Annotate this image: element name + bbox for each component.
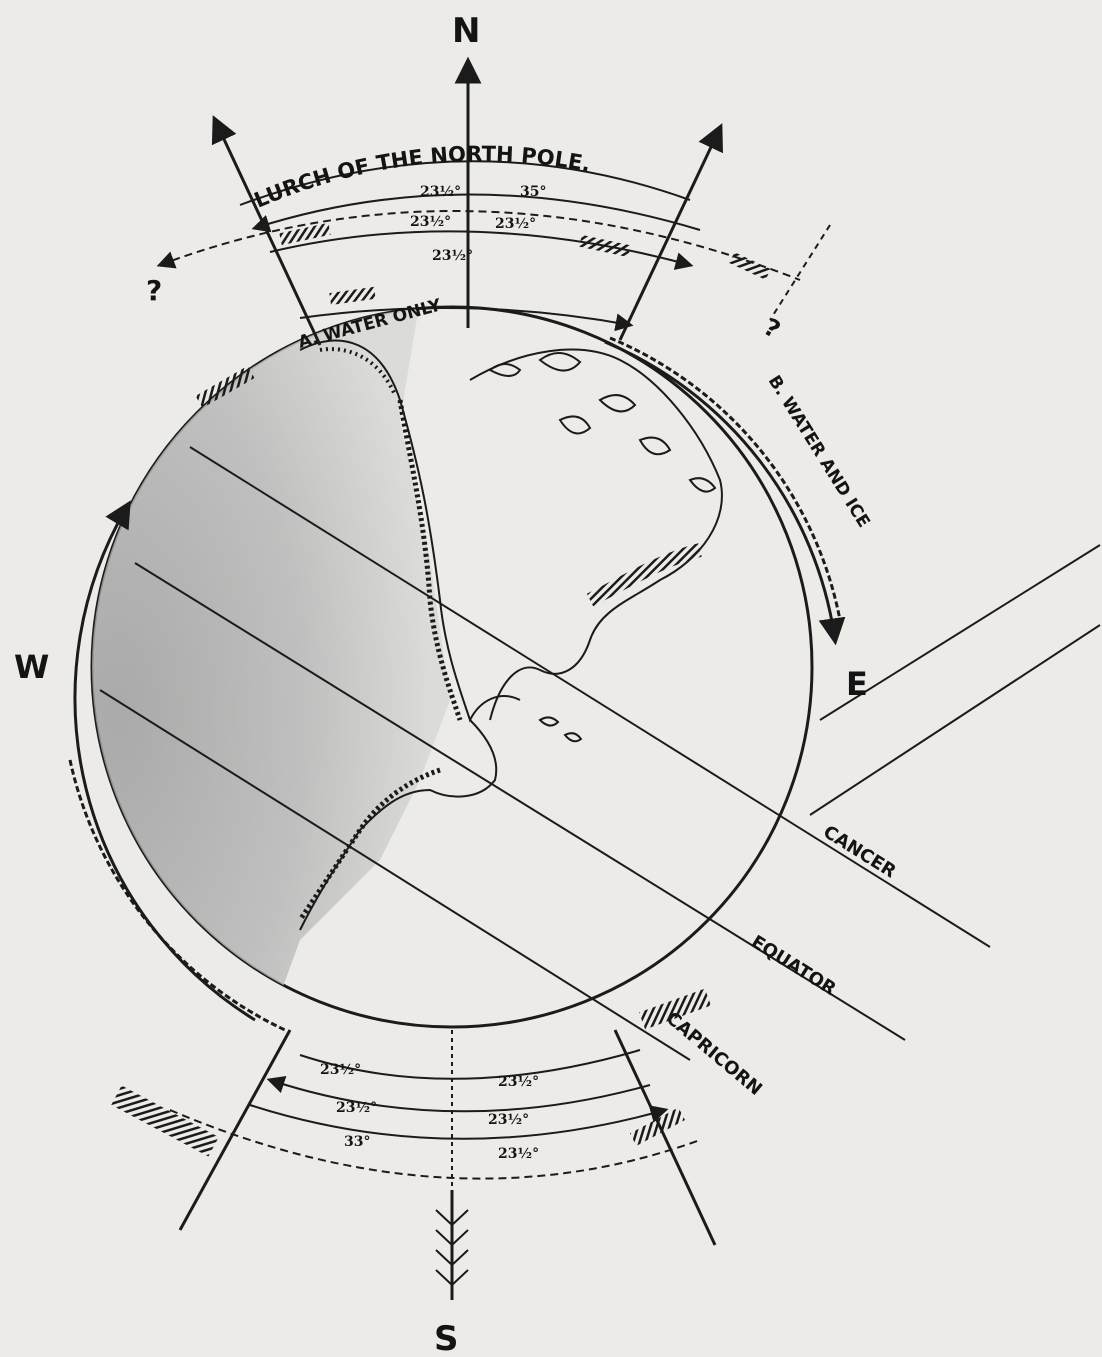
south-arc-3 [250, 1105, 665, 1139]
compass-south: S [434, 1319, 459, 1357]
compass-north: N [452, 11, 480, 51]
east-tilted-axis [620, 128, 720, 340]
compass-east: E [846, 665, 868, 703]
north-arc-label-3: 23½° [410, 214, 451, 230]
arc-dashed [160, 211, 800, 280]
eastern-rim-arc [605, 342, 835, 640]
north-arc-label-5: 23½° [432, 248, 473, 264]
cancer-label: CANCER [819, 821, 899, 882]
southeast-feather-arrow [615, 1030, 715, 1245]
north-arc-label-1: 23½° [420, 184, 461, 200]
south-arc-2 [270, 1080, 650, 1111]
south-arcs [111, 989, 715, 1300]
north-arc-label-4: 23½° [495, 216, 536, 232]
dashed-axis [770, 225, 830, 320]
south-arc-label-2: 23½° [498, 1074, 539, 1090]
south-arc-label-1: 23½° [320, 1062, 361, 1078]
south-arc-label-6: 23½° [498, 1146, 539, 1162]
compass-west: W [14, 648, 49, 686]
globe [60, 300, 1100, 1060]
south-arc-label-3: 23½° [336, 1100, 377, 1116]
water-ice-label: B. WATER AND ICE [764, 372, 874, 531]
south-arc-label-5: 33° [344, 1134, 370, 1150]
north-arc-label-2: 35° [520, 184, 546, 200]
south-arc-label-4: 23½° [488, 1112, 529, 1128]
north-axes [215, 62, 830, 345]
diagram-title: LURCH OF THE NORTH POLE. [251, 142, 593, 213]
capricorn-label: CAPRICORN [662, 1008, 766, 1100]
equator-label: EQUATOR [747, 931, 839, 1000]
question-mark-west: ? [146, 274, 162, 307]
question-mark-east: ? [759, 313, 785, 344]
sun-ray-2 [810, 625, 1100, 815]
